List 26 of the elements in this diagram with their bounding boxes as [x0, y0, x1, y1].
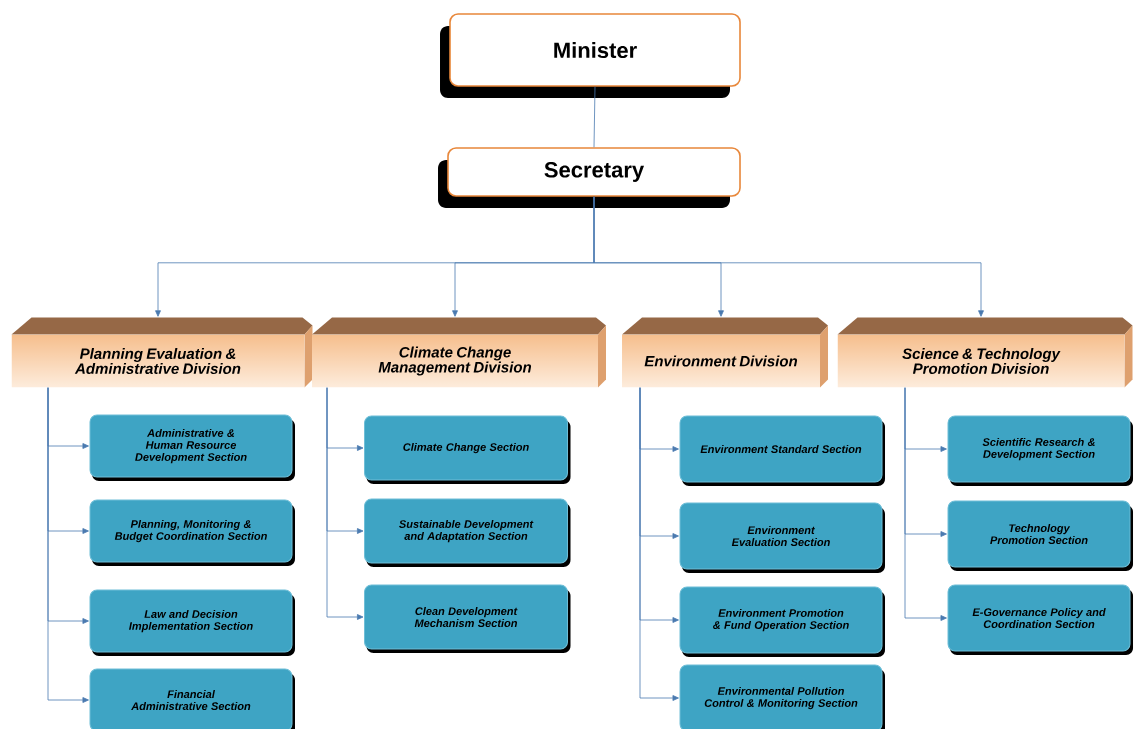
section-box: Environment Evaluation Section [679, 502, 885, 573]
section-box: Planning, Monitoring & Budget Coordination Section [89, 499, 295, 566]
section-box: Law and Decision Implementation Section [89, 589, 295, 656]
connector [639, 387, 679, 701]
connector [326, 387, 364, 620]
connector [593, 196, 984, 317]
title-box: Secretary [438, 147, 741, 208]
division-box: Planning Evaluation & Administrative Division [11, 317, 313, 388]
section-box: Environment Promotion & Fund Operation Section [679, 586, 885, 657]
section-box: Sustainable Development and Adaptation Section [364, 498, 571, 567]
title-box: Minister [440, 13, 741, 98]
connector [593, 86, 596, 148]
division-box: Science & Technology Promotion Division [837, 317, 1133, 388]
division-box: Climate Change Management Division [312, 317, 606, 388]
connector [47, 387, 89, 703]
section-box: Clean Development Mechanism Section [364, 584, 571, 653]
connector [904, 387, 947, 621]
section-box: Climate Change Section [364, 415, 571, 484]
section-box: Technology Promotion Section [947, 500, 1133, 571]
section-box: Environment Standard Section [679, 415, 885, 486]
division-box: Environment Division [622, 317, 828, 388]
section-box: E-Governance Policy and Coordination Section [947, 584, 1133, 655]
section-box: Environmental Pollution Control & Monitoring Section [679, 664, 885, 729]
section-box: Financial Administrative Section [89, 668, 295, 729]
section-box: Administrative & Human Resource Development Section [89, 414, 295, 481]
section-box: Scientific Research & Development Section [947, 415, 1133, 486]
